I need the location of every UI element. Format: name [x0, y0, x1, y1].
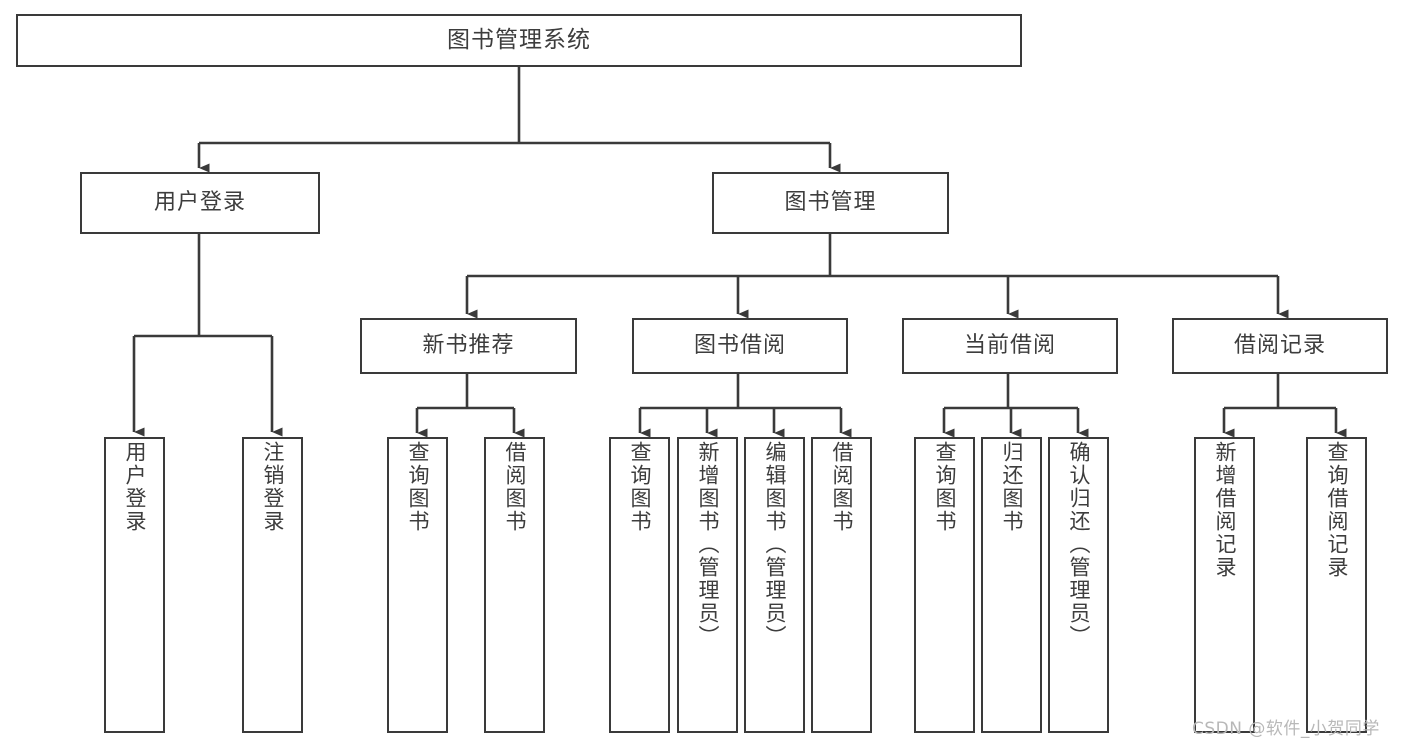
leaf-current-return-book[interactable]: 归还图书 [981, 437, 1042, 733]
node-label: 新增借阅记录 [1213, 441, 1237, 579]
node-label: 借阅图书 [830, 441, 854, 533]
node-label: 查询图书 [406, 441, 430, 533]
node-label: 新书推荐 [422, 332, 515, 358]
leaf-current-query-book[interactable]: 查询图书 [914, 437, 975, 733]
leaf-current-confirm-return[interactable]: 确认归还（管理员） [1048, 437, 1109, 733]
node-label: 用户登录 [153, 189, 246, 215]
node-borrow-record[interactable]: 借阅记录 [1172, 318, 1388, 374]
node-user-login[interactable]: 用户登录 [80, 172, 320, 234]
leaf-recommend-borrow-book[interactable]: 借阅图书 [484, 437, 545, 733]
node-label: 图书管理 [784, 189, 877, 215]
node-label: 确认归还（管理员） [1067, 441, 1091, 648]
leaf-borrow-add-book[interactable]: 新增图书（管理员） [677, 437, 738, 733]
node-label: 借阅记录 [1233, 332, 1326, 358]
leaf-user-login[interactable]: 用户登录 [104, 437, 165, 733]
node-label: 查询图书 [628, 441, 652, 533]
leaf-logout[interactable]: 注销登录 [242, 437, 303, 733]
node-label: 图书管理系统 [447, 26, 591, 53]
node-book-management[interactable]: 图书管理 [712, 172, 949, 234]
node-new-book-recommend[interactable]: 新书推荐 [360, 318, 577, 374]
node-book-borrow[interactable]: 图书借阅 [632, 318, 848, 374]
node-label: 注销登录 [261, 441, 285, 533]
node-current-borrow[interactable]: 当前借阅 [902, 318, 1118, 374]
node-root-system[interactable]: 图书管理系统 [16, 14, 1022, 67]
leaf-record-add[interactable]: 新增借阅记录 [1194, 437, 1255, 733]
leaf-borrow-query-book[interactable]: 查询图书 [609, 437, 670, 733]
node-label: 归还图书 [1000, 441, 1024, 533]
leaf-recommend-query-book[interactable]: 查询图书 [387, 437, 448, 733]
node-label: 借阅图书 [503, 441, 527, 533]
node-label: 新增图书（管理员） [696, 441, 720, 648]
leaf-borrow-borrow-book[interactable]: 借阅图书 [811, 437, 872, 733]
node-label: 查询借阅记录 [1325, 441, 1349, 579]
leaf-record-query[interactable]: 查询借阅记录 [1306, 437, 1367, 733]
leaf-borrow-edit-book[interactable]: 编辑图书（管理员） [744, 437, 805, 733]
node-label: 查询图书 [933, 441, 957, 533]
node-label: 用户登录 [123, 441, 147, 533]
node-label: 编辑图书（管理员） [763, 441, 787, 648]
node-label: 图书借阅 [693, 332, 786, 358]
node-label: 当前借阅 [963, 332, 1056, 358]
